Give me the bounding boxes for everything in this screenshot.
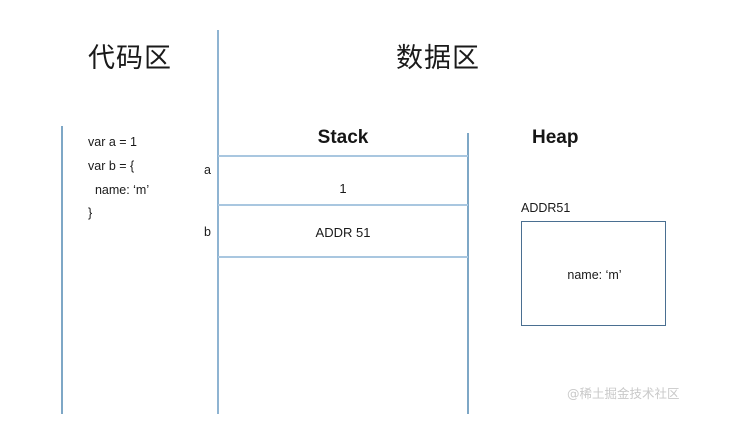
stack-slot-value-b: ADDR 51: [315, 225, 371, 240]
heap-address-label: ADDR51: [521, 201, 571, 215]
code-line: var b = {: [88, 159, 135, 173]
stack-slot-label-a: a: [204, 163, 211, 177]
heap-object-box: name: ‘m’: [521, 221, 666, 326]
data-area-title: 数据区: [396, 43, 480, 74]
stack-slot-value-a: 1: [339, 181, 347, 196]
heap-title: Heap: [532, 127, 579, 148]
code-line: var a = 1: [88, 135, 137, 149]
code-line: name: ‘m’: [88, 183, 150, 197]
stack-row-divider: [218, 155, 468, 157]
stack-row-divider: [218, 256, 468, 258]
code-area-title: 代码区: [88, 43, 172, 74]
watermark: @稀土掘金技术社区: [567, 386, 680, 401]
code-area-left-divider: [61, 126, 63, 414]
stack-row-divider: [218, 204, 468, 206]
heap-object-content: name: ‘m’: [567, 267, 622, 282]
code-area-right-divider: [217, 30, 219, 414]
stack-slot-label-b: b: [204, 225, 211, 239]
stack-right-divider: [467, 133, 469, 414]
stack-title: Stack: [317, 127, 369, 148]
code-line: }: [88, 206, 93, 220]
